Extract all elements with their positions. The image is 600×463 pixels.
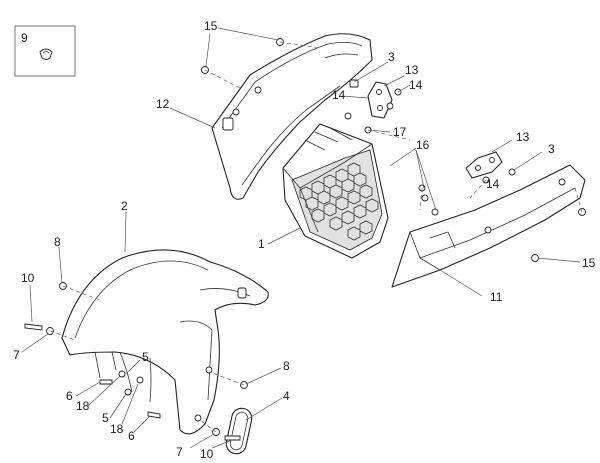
callout-17: 17 <box>393 125 407 139</box>
callout-7: 7 <box>13 348 20 362</box>
callout-3: 3 <box>388 50 395 64</box>
callout-2: 2 <box>121 199 128 213</box>
callout-14: 14 <box>486 177 500 191</box>
callout-7: 7 <box>176 445 183 459</box>
part-4-reflector <box>225 407 253 455</box>
clip-icon <box>39 48 53 60</box>
callout-8: 8 <box>54 235 61 249</box>
callout-18: 18 <box>76 399 90 413</box>
callout-14: 14 <box>332 88 346 102</box>
callout-18: 18 <box>110 422 124 436</box>
part-2-front-mudguard <box>61 249 269 435</box>
callout-10: 10 <box>200 447 214 461</box>
part-11-right-cover <box>391 164 586 288</box>
part-12-left-cover <box>211 33 373 200</box>
callout-1: 1 <box>258 237 265 251</box>
callout-10: 10 <box>21 271 35 285</box>
callout-14: 14 <box>409 78 423 92</box>
callout-15: 15 <box>204 19 218 33</box>
callout-4: 4 <box>283 389 290 403</box>
callout-5: 5 <box>142 350 149 364</box>
callout-6: 6 <box>66 389 73 403</box>
assembly-dashed-lines <box>49 41 583 433</box>
callout-5: 5 <box>102 411 109 425</box>
callout-6: 6 <box>128 429 135 443</box>
inset-part-9: 9 <box>14 25 76 77</box>
callout-11: 11 <box>490 290 503 304</box>
callout-16: 16 <box>416 138 430 152</box>
callout-15: 15 <box>582 256 596 270</box>
part-13-bracket-lower <box>465 151 503 179</box>
callout-13: 13 <box>516 130 530 144</box>
callout-8: 8 <box>283 359 290 373</box>
callout-3: 3 <box>548 142 555 156</box>
callout-9: 9 <box>21 31 28 45</box>
honeycomb-mesh <box>291 149 383 251</box>
callout-leader-lines <box>21 27 581 449</box>
part-13-bracket-upper <box>367 81 393 119</box>
part-1-air-intake-grille <box>282 123 389 259</box>
callout-13: 13 <box>405 63 419 77</box>
callout-numbers: 15 3 13 14 14 12 17 16 13 3 14 2 8 1 15 … <box>13 19 596 461</box>
callout-12: 12 <box>156 97 170 111</box>
